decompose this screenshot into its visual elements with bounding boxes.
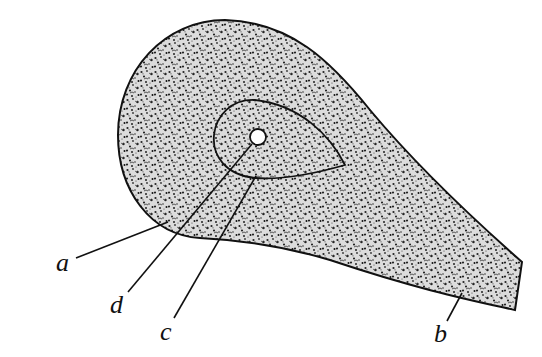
part-label-box: b — [434, 321, 447, 347]
part-label: c — [160, 317, 172, 346]
part-label-box: d — [110, 292, 123, 318]
nucleus-dot — [250, 129, 266, 145]
part-label-box: c — [160, 319, 172, 345]
part-label: a — [56, 248, 69, 277]
cell-outline — [118, 20, 522, 310]
leader-line — [447, 293, 462, 321]
leader-line — [76, 222, 168, 258]
part-label-box: a — [56, 250, 69, 276]
part-label: b — [434, 319, 447, 348]
leader-line — [128, 144, 252, 292]
leader-line — [174, 176, 256, 318]
part-label: d — [110, 290, 123, 319]
